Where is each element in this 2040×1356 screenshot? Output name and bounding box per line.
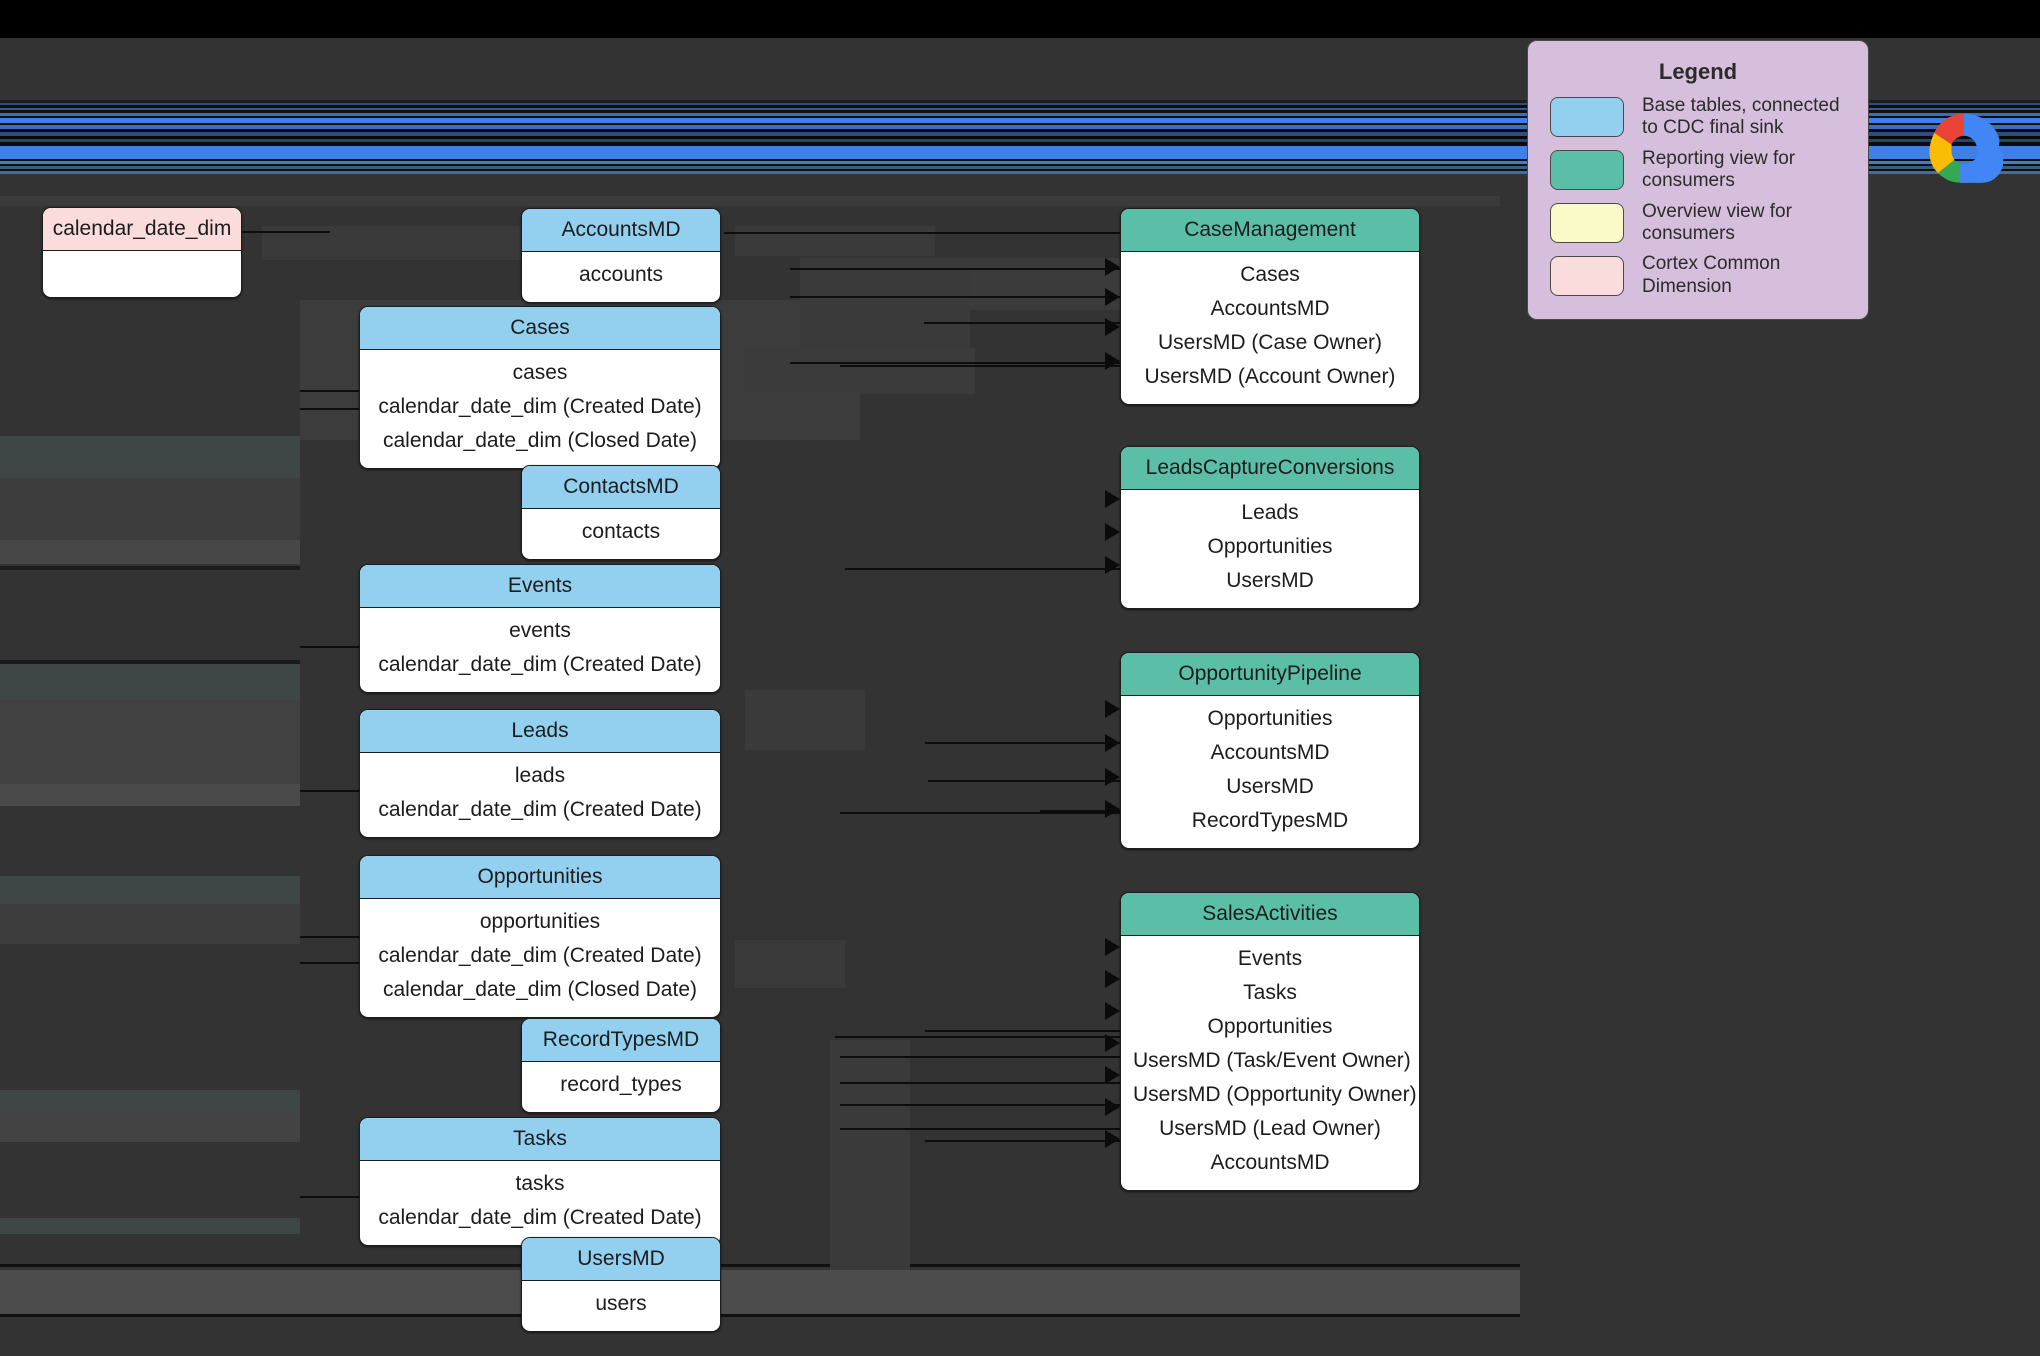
node-row: calendar_date_dim (Created Date) [378,1206,702,1229]
node-row: record_types [560,1073,682,1096]
node-row: Opportunities [1207,707,1333,730]
legend-label-cortex-common-dimension: Cortex Common Dimension [1642,253,1781,297]
node-title: ContactsMD [522,466,720,509]
legend-item-cortex-common-dimension: Cortex Common Dimension [1528,249,1868,302]
node-row: Leads [1241,501,1299,524]
node-title: Cases [360,307,720,350]
node-cases[interactable]: Cases cases calendar_date_dim (Created Dat… [359,306,721,469]
node-row: calendar_date_dim (Created Date) [378,653,702,676]
node-row: events [509,619,571,642]
node-row: UsersMD (Opportunity Owner) [1133,1083,1417,1106]
node-body [43,251,241,297]
legend-swatch-cortex-common-dimension [1550,255,1624,296]
node-usersmd[interactable]: UsersMD users [521,1237,721,1332]
node-title: RecordTypesMD [522,1019,720,1062]
node-row: cases [512,361,568,384]
node-row: AccountsMD [1210,297,1330,320]
legend-items: Base tables, connected to CDC final sink… [1528,91,1868,302]
node-body: record_types [522,1062,720,1112]
node-title: CaseManagement [1121,209,1419,252]
node-row: calendar_date_dim (Created Date) [378,798,702,821]
node-row: AccountsMD [1210,741,1330,764]
node-tasks[interactable]: Tasks tasks calendar_date_dim (Created Dat… [359,1117,721,1246]
node-body: accounts [522,252,720,302]
node-row: leads [514,764,566,787]
node-row: opportunities [479,910,601,933]
node-row: UsersMD [1226,775,1314,798]
legend-label-overview-view: Overview view for consumers [1642,200,1792,245]
node-contactsmd[interactable]: ContactsMD contacts [521,465,721,560]
node-row: AccountsMD [1210,1151,1330,1174]
node-row: Cases [1240,263,1300,286]
node-row: UsersMD [1226,569,1314,592]
node-row: calendar_date_dim (Closed Date) [382,978,697,1001]
node-events[interactable]: Events events calendar_date_dim (Created D… [359,564,721,693]
node-row: contacts [581,520,661,543]
node-row: calendar_date_dim (Created Date) [378,395,702,418]
legend-swatch-base-tables [1550,97,1624,138]
node-row: calendar_date_dim (Closed Date) [382,429,697,452]
node-title: LeadsCaptureConversions [1121,447,1419,490]
node-row: calendar_date_dim (Created Date) [378,944,702,967]
node-title: Tasks [360,1118,720,1161]
legend-label-reporting-view: Reporting view for consumers [1642,147,1796,192]
legend-swatch-reporting-view [1550,150,1624,191]
legend-swatch-overview-view [1550,203,1624,244]
node-opportunities[interactable]: Opportunities opportunities calendar_date_… [359,855,721,1018]
node-accountsmd[interactable]: AccountsMD accounts [521,208,721,303]
node-row: UsersMD (Account Owner) [1144,365,1396,388]
node-row: UsersMD (Case Owner) [1157,331,1383,354]
node-row: Events [1237,947,1303,970]
node-title: Leads [360,710,720,753]
node-row: RecordTypesMD [1191,809,1349,832]
node-title: OpportunityPipeline [1121,653,1419,696]
node-title: UsersMD [522,1238,720,1281]
node-calendar-date-dim[interactable]: calendar_date_dim [42,207,242,298]
node-title: AccountsMD [522,209,720,252]
legend-item-reporting-view: Reporting view for consumers [1528,144,1868,197]
node-row: UsersMD (Lead Owner) [1159,1117,1381,1140]
node-title: Opportunities [360,856,720,899]
node-title: SalesActivities [1121,893,1419,936]
node-body: events calendar_date_dim (Created Date) [360,608,720,692]
node-body: users [522,1281,720,1331]
node-row: users [595,1292,647,1315]
node-recordtypesmd[interactable]: RecordTypesMD record_types [521,1018,721,1113]
legend-item-overview-view: Overview view for consumers [1528,197,1868,250]
legend-label-base-tables: Base tables, connected to CDC final sink [1642,95,1840,139]
node-body: cases calendar_date_dim (Created Date) cal… [360,350,720,468]
google-cloud-logo [1905,108,2023,200]
node-row: accounts [578,263,664,286]
node-row: tasks [515,1172,565,1195]
node-title: Events [360,565,720,608]
node-body: leads calendar_date_dim (Created Date) [360,753,720,837]
node-row: Opportunities [1207,535,1333,558]
node-row: Opportunities [1207,1015,1333,1038]
node-body: opportunities calendar_date_dim (Created … [360,899,720,1017]
node-row: UsersMD (Task/Event Owner) [1133,1049,1411,1072]
legend-item-base-tables: Base tables, connected to CDC final sink [1528,91,1868,144]
legend-title: Legend [1658,59,1738,84]
node-body: tasks calendar_date_dim (Created Date) [360,1161,720,1245]
node-row: Tasks [1243,981,1297,1004]
legend-panel: Legend Base tables, connected to CDC fin… [1527,40,1869,320]
node-leads[interactable]: Leads leads calendar_date_dim (Created Dat… [359,709,721,838]
node-title: calendar_date_dim [43,208,241,251]
node-body: contacts [522,509,720,559]
